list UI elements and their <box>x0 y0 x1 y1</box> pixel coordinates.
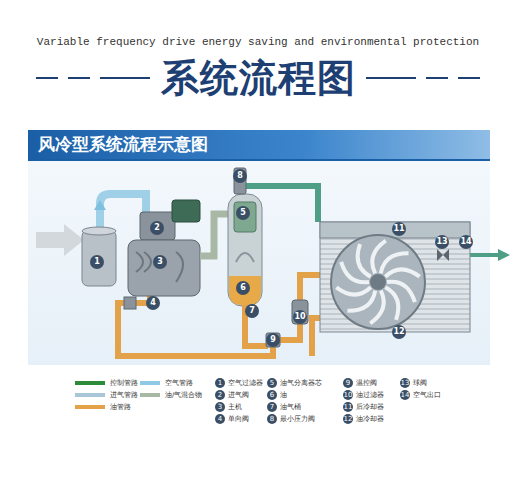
aftercooler <box>320 222 470 238</box>
compressor-body <box>128 240 200 296</box>
intake-valve <box>140 212 175 240</box>
key-number: 5 <box>267 378 277 388</box>
key-name: 油冷却器 <box>356 414 384 424</box>
fan-blade <box>358 244 371 277</box>
key-number: 4 <box>215 414 225 424</box>
callout-number: 11 <box>392 222 406 236</box>
swirl <box>236 253 254 262</box>
key-name: 油 <box>280 390 287 400</box>
legend-text: 进气管路 <box>110 390 138 400</box>
key-number: 8 <box>267 414 277 424</box>
key-name: 球阀 <box>413 378 427 388</box>
callout-number: 14 <box>459 235 473 249</box>
legend-text: 空气管路 <box>165 378 193 388</box>
callout-number: 8 <box>233 169 247 183</box>
key-number: 6 <box>267 390 277 400</box>
legend-text: 控制管路 <box>110 378 138 388</box>
key-number: 14 <box>400 390 410 400</box>
legend-swatch <box>75 405 105 409</box>
air-filter-cap <box>82 227 116 235</box>
band-title: 风冷型系统流程示意图 <box>38 135 208 154</box>
air-filter <box>82 230 116 286</box>
page-title: 系统流程图 <box>161 53 356 104</box>
callout-number: 6 <box>236 281 250 295</box>
legend-swatch <box>75 381 105 385</box>
key-name: 油气分离器芯 <box>280 378 322 388</box>
oil-pipe <box>278 324 300 340</box>
oil-gas-tank <box>228 194 262 306</box>
title-band: 风冷型系统流程示意图 <box>28 130 490 161</box>
ball-valve <box>437 249 449 261</box>
key-number: 1 <box>215 378 225 388</box>
oil-level <box>229 276 261 305</box>
callout-number: 9 <box>266 333 280 347</box>
illustration-ground <box>28 160 490 365</box>
rotor-lines <box>136 252 183 282</box>
air-flow-arrow <box>94 200 106 210</box>
min-pressure-valve <box>234 168 246 194</box>
fan-blade <box>385 269 419 276</box>
legend-text: 油管路 <box>110 402 131 412</box>
fan-hub <box>370 274 386 290</box>
oil-pipe <box>245 305 268 346</box>
callout-number: 7 <box>245 304 259 318</box>
separator-element <box>234 202 256 232</box>
key-number: 7 <box>267 402 277 412</box>
key-name: 温控阀 <box>356 378 377 388</box>
oil-pipe <box>300 275 320 300</box>
callout-number: 1 <box>90 255 104 269</box>
oil-cooler-return-pipe <box>312 318 320 356</box>
callout-number: 4 <box>146 296 160 310</box>
key-number: 10 <box>343 390 353 400</box>
key-name: 空气过滤器 <box>228 378 263 388</box>
callout-number: 3 <box>153 255 167 269</box>
outlet-arrow <box>498 249 510 261</box>
key-name: 油过滤器 <box>356 390 384 400</box>
legend-swatch <box>75 393 105 397</box>
fan <box>336 241 419 324</box>
cooler <box>320 222 470 332</box>
callout-number: 13 <box>435 235 449 249</box>
key-name: 最小压力阀 <box>280 414 315 424</box>
callout-number: 10 <box>293 310 307 324</box>
fan-blade <box>385 287 398 320</box>
oil-return-pipe <box>118 296 273 356</box>
callout-number: 5 <box>236 206 250 220</box>
outlet-pipe <box>470 253 500 257</box>
key-name: 主机 <box>228 402 242 412</box>
key-number: 9 <box>343 378 353 388</box>
motor <box>172 200 200 222</box>
key-name: 后冷却器 <box>356 402 384 412</box>
key-number: 12 <box>343 414 353 424</box>
callout-number: 12 <box>392 325 406 339</box>
key-name: 单向阀 <box>228 414 249 424</box>
fan-blade <box>336 287 370 294</box>
key-number: 11 <box>343 402 353 412</box>
key-number: 13 <box>400 378 410 388</box>
oil-filter <box>292 300 308 324</box>
thermostatic-valve <box>266 333 280 347</box>
legend-swatch <box>140 381 160 385</box>
intake-pipe <box>100 194 146 230</box>
key-name: 进气阀 <box>228 390 249 400</box>
key-number: 2 <box>215 390 225 400</box>
fan-ring <box>331 235 425 329</box>
header-text: Variable frequency drive energy saving a… <box>37 36 479 48</box>
legend-text: 油/气混合物 <box>165 390 202 400</box>
legend-swatch <box>140 393 160 397</box>
check-valve <box>124 297 136 309</box>
mixture-pipe <box>200 214 229 256</box>
key-name: 油气桶 <box>280 402 301 412</box>
key-number: 3 <box>215 402 225 412</box>
callout-number: 2 <box>150 221 164 235</box>
intake-arrow <box>36 224 84 256</box>
air-pipe <box>246 186 318 222</box>
key-name: 空气出口 <box>413 390 441 400</box>
